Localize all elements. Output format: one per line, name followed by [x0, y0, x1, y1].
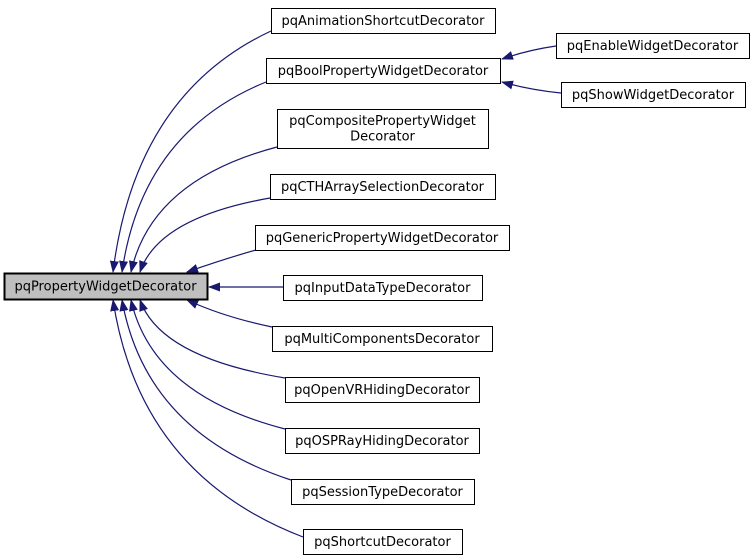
inheritance-edge-pqShowWidgetDecorator-to-pqBoolPropertyWidgetDecorator — [501, 80, 562, 94]
node-box-pqAnimationShortcutDecorator — [270, 7, 497, 35]
inheritance-edge-pqEnableWidgetDecorator-to-pqBoolPropertyWidgetDecorator — [501, 45, 557, 60]
node-layer: pqPropertyWidgetDecorator pqAnimationShor… — [3, 7, 751, 556]
node-pqPropertyWidgetDecorator[interactable]: pqPropertyWidgetDecorator — [3, 272, 209, 301]
node-pqOpenVRHidingDecorator[interactable]: pqOpenVRHidingDecorator — [284, 376, 481, 404]
node-label-pqOpenVRHidingDecorator: pqOpenVRHidingDecorator — [294, 383, 470, 398]
node-box-pqCTHArraySelectionDecorator — [269, 173, 497, 201]
node-pqBoolPropertyWidgetDecorator[interactable]: pqBoolPropertyWidgetDecorator — [265, 57, 502, 85]
node-pqCTHArraySelectionDecorator[interactable]: pqCTHArraySelectionDecorator — [269, 173, 497, 201]
node-label-line: pqCompositePropertyWidget — [289, 114, 476, 129]
node-label-line: pqMultiComponentsDecorator — [284, 332, 480, 347]
node-label-pqPropertyWidgetDecorator: pqPropertyWidgetDecorator — [14, 280, 197, 295]
inheritance-edge-pqCTHArraySelectionDecorator-to-pqPropertyWidgetDecorator — [139, 197, 271, 273]
inheritance-edge-pqSessionTypeDecorator-to-pqPropertyWidgetDecorator — [119, 299, 292, 481]
node-pqInputDataTypeDecorator[interactable]: pqInputDataTypeDecorator — [282, 274, 484, 302]
node-box-pqBoolPropertyWidgetDecorator — [265, 57, 502, 85]
node-label-line: pqPropertyWidgetDecorator — [14, 280, 197, 295]
node-label-line: pqOpenVRHidingDecorator — [294, 383, 470, 398]
inheritance-edge-pqCompositePropertyWidgetDecorator-to-pqPropertyWidgetDecorator — [129, 146, 278, 273]
node-label-pqAnimationShortcutDecorator: pqAnimationShortcutDecorator — [282, 14, 486, 29]
node-label-line: pqSessionTypeDecorator — [302, 485, 463, 500]
node-label-pqSessionTypeDecorator: pqSessionTypeDecorator — [302, 485, 463, 500]
node-label-pqGenericPropertyWidgetDecorator: pqGenericPropertyWidgetDecorator — [266, 231, 499, 246]
node-label-line: pqShowWidgetDecorator — [572, 88, 735, 103]
node-label-pqShowWidgetDecorator: pqShowWidgetDecorator — [572, 88, 735, 103]
node-box-pqEnableWidgetDecorator — [555, 32, 751, 60]
node-box-pqGenericPropertyWidgetDecorator — [254, 224, 511, 252]
node-label-line: pqInputDataTypeDecorator — [295, 281, 472, 296]
node-box-pqOSPRayHidingDecorator — [284, 427, 481, 455]
inheritance-edge-pqOpenVRHidingDecorator-to-pqPropertyWidgetDecorator — [139, 299, 286, 379]
node-label-line: pqShortcutDecorator — [314, 535, 451, 550]
node-label-line: pqBoolPropertyWidgetDecorator — [278, 64, 489, 79]
node-label-line: pqAnimationShortcutDecorator — [282, 14, 486, 29]
node-box-pqOpenVRHidingDecorator — [284, 376, 481, 404]
inheritance-edge-pqMultiComponentsDecorator-to-pqPropertyWidgetDecorator — [186, 299, 273, 328]
node-label-pqCTHArraySelectionDecorator: pqCTHArraySelectionDecorator — [281, 180, 485, 195]
node-pqEnableWidgetDecorator[interactable]: pqEnableWidgetDecorator — [555, 32, 751, 60]
node-label-pqOSPRayHidingDecorator: pqOSPRayHidingDecorator — [295, 434, 469, 449]
edge-layer — [109, 30, 562, 538]
node-label-pqShortcutDecorator: pqShortcutDecorator — [314, 535, 451, 550]
node-label-pqMultiComponentsDecorator: pqMultiComponentsDecorator — [284, 332, 480, 347]
node-pqOSPRayHidingDecorator[interactable]: pqOSPRayHidingDecorator — [284, 427, 481, 455]
node-box-pqShowWidgetDecorator — [560, 81, 747, 109]
node-pqShowWidgetDecorator[interactable]: pqShowWidgetDecorator — [560, 81, 747, 109]
inheritance-edge-pqGenericPropertyWidgetDecorator-to-pqPropertyWidgetDecorator — [186, 249, 257, 273]
node-pqAnimationShortcutDecorator[interactable]: pqAnimationShortcutDecorator — [270, 7, 497, 35]
node-label-line: Decorator — [350, 130, 415, 145]
node-pqSessionTypeDecorator[interactable]: pqSessionTypeDecorator — [290, 478, 476, 506]
node-label-line: pqEnableWidgetDecorator — [567, 39, 739, 54]
inheritance-edge-pqBoolPropertyWidgetDecorator-to-pqPropertyWidgetDecorator — [119, 81, 267, 273]
inheritance-edge-pqShortcutDecorator-to-pqPropertyWidgetDecorator — [110, 299, 304, 538]
inheritance-edge-pqAnimationShortcutDecorator-to-pqPropertyWidgetDecorator — [109, 30, 272, 273]
node-label-pqInputDataTypeDecorator: pqInputDataTypeDecorator — [295, 281, 472, 296]
node-box-pqShortcutDecorator — [302, 528, 464, 556]
inheritance-edge-pqOSPRayHidingDecorator-to-pqPropertyWidgetDecorator — [129, 299, 286, 430]
node-label-pqBoolPropertyWidgetDecorator: pqBoolPropertyWidgetDecorator — [278, 64, 489, 79]
node-box-pqInputDataTypeDecorator — [282, 274, 484, 302]
node-box-pqCompositePropertyWidgetDecorator — [276, 108, 490, 150]
node-pqGenericPropertyWidgetDecorator[interactable]: pqGenericPropertyWidgetDecorator — [254, 224, 511, 252]
node-pqMultiComponentsDecorator[interactable]: pqMultiComponentsDecorator — [271, 325, 494, 353]
node-box-pqPropertyWidgetDecorator — [3, 272, 209, 301]
node-label-pqEnableWidgetDecorator: pqEnableWidgetDecorator — [567, 39, 739, 54]
node-box-pqMultiComponentsDecorator — [271, 325, 494, 353]
node-pqShortcutDecorator[interactable]: pqShortcutDecorator — [302, 528, 464, 556]
node-label-line: pqCTHArraySelectionDecorator — [281, 180, 485, 195]
node-label-line: pqOSPRayHidingDecorator — [295, 434, 469, 449]
node-label-line: pqGenericPropertyWidgetDecorator — [266, 231, 499, 246]
node-box-pqSessionTypeDecorator — [290, 478, 476, 506]
